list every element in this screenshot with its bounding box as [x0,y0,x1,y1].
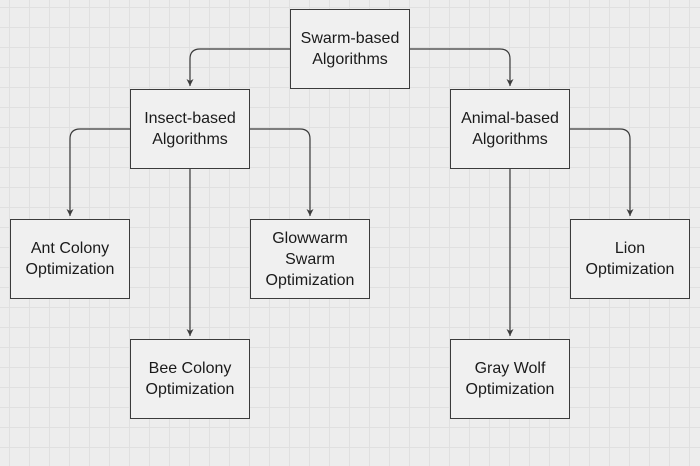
node-label: Insect-based Algorithms [144,110,236,148]
connector-insect-to-ant [66,128,130,216]
node-label: Bee Colony Optimization [145,360,235,398]
node-label: Gray Wolf Optimization [465,360,555,398]
node-label: Lion Optimization [585,240,675,278]
connector-insect-to-glowworm [250,128,314,216]
node-label: Ant Colony Optimization [25,240,115,278]
node-bee-colony-optimization: Bee Colony Optimization [130,339,250,419]
connector-animal-to-lion [570,128,634,216]
node-ant-colony-optimization: Ant Colony Optimization [10,219,130,299]
connector-swarm-to-insect [186,48,290,86]
node-label: Swarm-based Algorithms [300,30,400,68]
node-animal-based-algorithms: Animal-based Algorithms [450,89,570,169]
node-label: Animal-based Algorithms [461,110,559,148]
connector-swarm-to-animal [410,48,514,86]
node-label: Glowwarm Swarm Optimization [265,229,355,289]
node-insect-based-algorithms: Insect-based Algorithms [130,89,250,169]
node-glowwarm-swarm-optimization: Glowwarm Swarm Optimization [250,219,370,299]
node-gray-wolf-optimization: Gray Wolf Optimization [450,339,570,419]
node-swarm-based-algorithms: Swarm-based Algorithms [290,9,410,89]
node-lion-optimization: Lion Optimization [570,219,690,299]
